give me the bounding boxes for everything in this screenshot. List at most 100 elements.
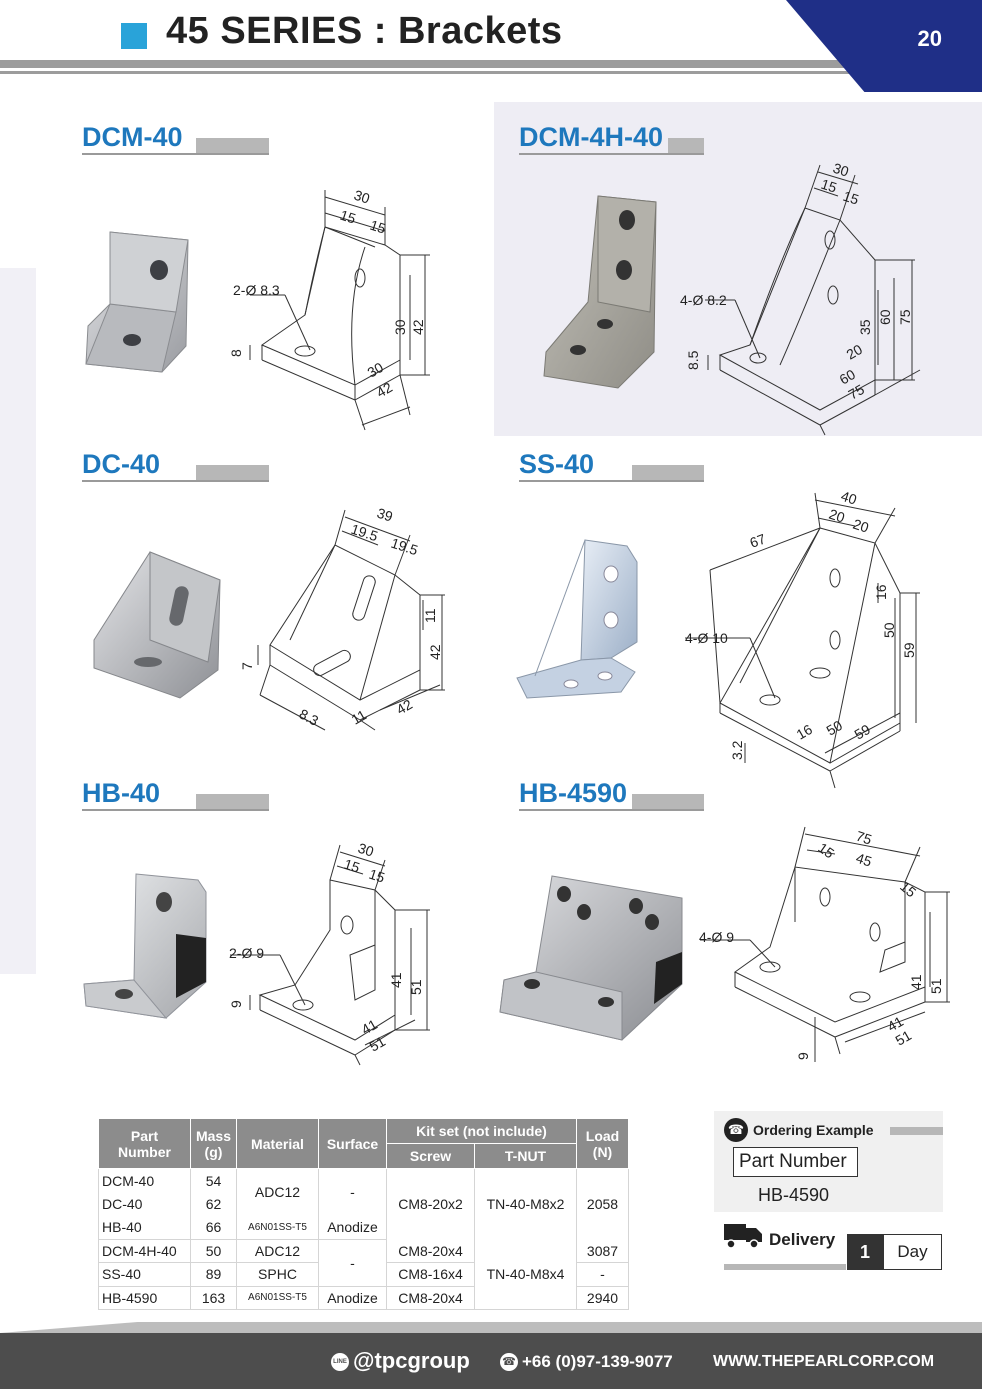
table-row: HB-4590 163 A6N01SS-T5 Anodize CM8-20x4 … <box>98 1286 629 1310</box>
dim-label: 75 <box>846 381 868 403</box>
dim-label: 35 <box>857 319 873 335</box>
title-bar <box>668 138 704 155</box>
ss-40-photo <box>516 539 638 699</box>
header-surface: Surface <box>318 1118 387 1169</box>
page-title: 45 SERIES : Brackets <box>166 10 563 52</box>
table-row: DCM-40 54 ADC12 - CM8-20x2 TN-40-M8x2 20… <box>98 1168 629 1239</box>
header-material: Material <box>236 1118 319 1169</box>
header-kit: Kit set (not include) <box>386 1118 577 1144</box>
dim-label: 9 <box>795 1052 811 1060</box>
dim-label: 75 <box>854 828 874 848</box>
dim-label: 51 <box>367 1033 389 1055</box>
dim-label: 15 <box>815 839 837 861</box>
dim-label: 4-Ø 8.2 <box>680 292 727 308</box>
title-underline <box>82 480 269 482</box>
dim-label: 11 <box>422 608 438 623</box>
product-title-dc-40: DC-40 <box>82 449 161 479</box>
dim-label: 51 <box>893 1027 915 1049</box>
dim-label: 60 <box>837 366 859 388</box>
cell-screw: CM8-20x4 <box>386 1239 475 1263</box>
dim-label: 59 <box>852 721 874 743</box>
dim-label: 15 <box>342 856 362 876</box>
cell-part: DCM-4H-40 <box>98 1239 191 1263</box>
title-bar <box>196 794 269 811</box>
table-row: DCM-4H-40 50 ADC12 - CM8-20x4 TN-40-M8x4… <box>98 1239 629 1310</box>
dim-label: 51 <box>408 979 424 995</box>
dcm-4h-40-photo <box>543 195 657 389</box>
dim-label: 41 <box>359 1016 381 1038</box>
dim-label: 42 <box>427 644 443 660</box>
delivery-number: 1 <box>847 1234 883 1270</box>
dim-label: 4-Ø 10 <box>685 630 728 646</box>
dim-label: 15 <box>819 176 839 196</box>
header-mass: Mass(g) <box>190 1118 237 1169</box>
title-bar <box>196 138 269 155</box>
title-bar <box>196 465 269 482</box>
delivery-label: Delivery <box>769 1230 836 1249</box>
cell-material: A6N01SS-T5 <box>236 1215 319 1240</box>
dim-label: 2-Ø 9 <box>229 945 264 961</box>
header-tnut: T-NUT <box>474 1143 577 1169</box>
cell-material: A6N01SS-T5 <box>236 1286 319 1310</box>
hb-4590-drawing: 75 15 45 15 4-Ø 9 9 41 51 41 51 <box>699 826 950 1062</box>
ordering-label: Ordering Example <box>753 1122 874 1138</box>
cell-load: 3087 <box>576 1239 629 1263</box>
footer-handle[interactable]: @tpcgroup <box>353 1348 470 1373</box>
dim-label: 9 <box>228 1000 244 1008</box>
dim-label: 42 <box>410 319 426 335</box>
dim-label: 60 <box>877 309 893 325</box>
cell-load: - <box>576 1262 629 1287</box>
header-rule <box>0 60 982 68</box>
cell-part: DCM-40 <box>98 1168 191 1192</box>
dcm-40-photo <box>85 231 189 373</box>
dim-label: 40 <box>839 488 859 508</box>
dim-label: 2-Ø 8.3 <box>233 282 280 298</box>
title-underline <box>519 809 704 811</box>
cell-material: ADC12 <box>236 1239 319 1263</box>
cell-screw: CM8-20x2 <box>386 1168 475 1239</box>
cell-surface: Anodize <box>318 1215 387 1240</box>
cell-screw: CM8-16x4 <box>386 1262 475 1287</box>
dim-label: 20 <box>851 516 871 536</box>
cell-surface: Anodize <box>318 1286 387 1310</box>
title-bar <box>632 465 704 482</box>
dim-label: 30 <box>356 840 376 860</box>
dim-label: 19.5 <box>389 535 420 559</box>
footer <box>0 1333 982 1389</box>
cell-mass: 54 <box>190 1168 237 1192</box>
cell-mass: 66 <box>190 1215 237 1240</box>
product-title-hb-4590: HB-4590 <box>519 778 628 808</box>
footer-phone[interactable]: +66 (0)97-139-9077 <box>522 1352 673 1371</box>
page-number-tab <box>786 0 982 92</box>
cell-part: SS-40 <box>98 1262 191 1287</box>
dim-label: 20 <box>844 341 866 363</box>
part-number-field: Part Number <box>733 1147 858 1177</box>
cell-part: DC-40 <box>98 1192 191 1216</box>
phone-icon: ☎ <box>500 1353 518 1371</box>
cell-mass: 163 <box>190 1286 237 1310</box>
dim-label: 16 <box>794 721 816 743</box>
cell-surface: - <box>318 1168 387 1216</box>
title-bar <box>632 794 704 811</box>
cell-load: 2940 <box>576 1286 629 1310</box>
dim-label: 11 <box>349 706 370 727</box>
footer-website-link[interactable]: WWW.THEPEARLCORP.COM <box>713 1353 935 1370</box>
dim-label: 19.5 <box>349 521 380 545</box>
dim-label: 50 <box>881 622 897 638</box>
dim-label: 30 <box>392 319 408 335</box>
dim-label: 20 <box>827 506 847 526</box>
dim-label: 42 <box>394 696 416 718</box>
dim-label: 15 <box>841 188 861 208</box>
title-underline <box>519 153 704 155</box>
product-title-ss-40: SS-40 <box>519 449 595 479</box>
dim-label: 15 <box>338 207 358 227</box>
cell-load: 2058 <box>576 1168 629 1239</box>
cell-mass: 89 <box>190 1262 237 1287</box>
footer-accent-strip <box>0 1322 982 1333</box>
cell-material: SPHC <box>236 1262 319 1287</box>
header-square-icon <box>121 23 147 49</box>
table-row: HB-40 66 A6N01SS-T5 Anodize <box>98 1215 629 1240</box>
dc-40-drawing: 39 19.5 19.5 11 42 7 8.3 11 42 <box>239 505 445 731</box>
